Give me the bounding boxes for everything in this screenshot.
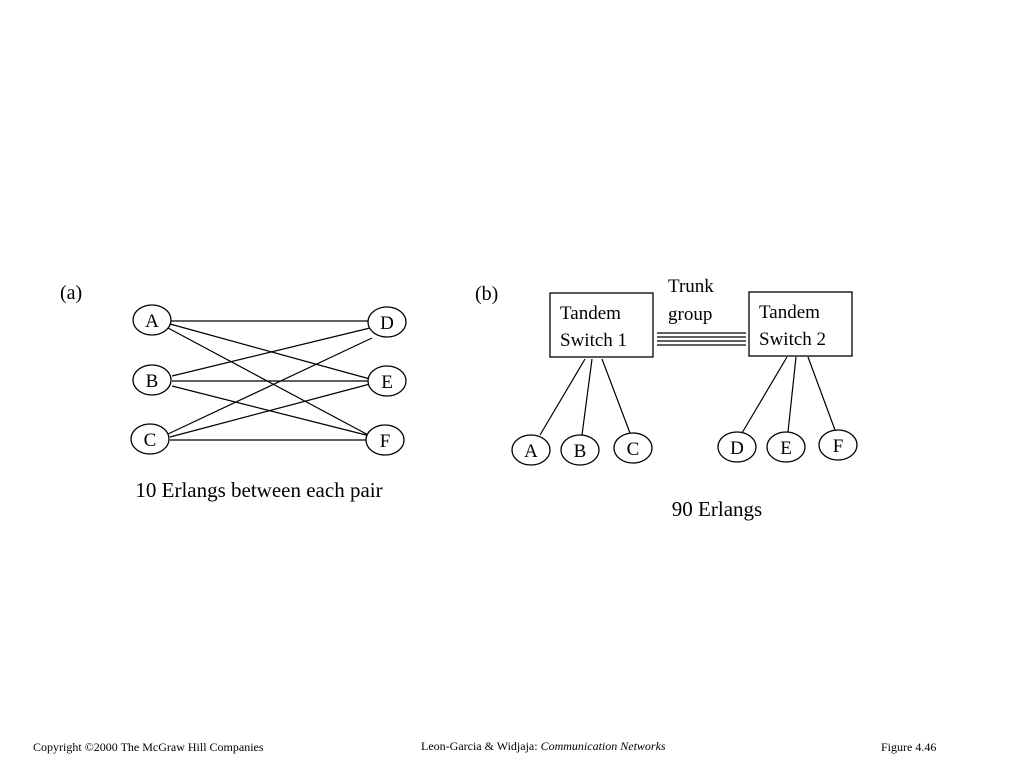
- node-e-switch-2: E: [766, 431, 806, 463]
- link-a-f: [167, 327, 373, 438]
- node-label: C: [627, 439, 640, 460]
- link-c-e: [169, 383, 371, 438]
- node-label: D: [730, 438, 744, 459]
- switch-1-line-2: Switch 1: [560, 330, 627, 351]
- figure-number: Figure 4.46: [881, 740, 937, 754]
- panel-a-caption: 10 Erlangs between each pair: [135, 478, 382, 502]
- node-d-switch-2: D: [717, 431, 757, 463]
- node-a-switch-1: A: [511, 434, 551, 466]
- tandem-switch-2: Tandem Switch 2: [748, 291, 853, 357]
- trunk-label-line-1: Trunk: [668, 276, 714, 297]
- node-c-left: C: [130, 423, 170, 455]
- link-c-d: [167, 337, 373, 435]
- node-e-right: E: [367, 365, 407, 397]
- link-b-d: [171, 327, 371, 377]
- node-label: F: [833, 436, 844, 457]
- link-a-e: [169, 323, 371, 380]
- trunk-group-lines: [657, 332, 746, 346]
- authors-text: Leon-Garcia & Widjaja:: [421, 739, 538, 753]
- link-b-f: [171, 385, 371, 437]
- switch-2-access-links: [741, 356, 836, 434]
- book-title: Communication Networks: [540, 739, 666, 753]
- node-label: A: [524, 441, 538, 462]
- switch-2-line-1: Tandem: [759, 302, 820, 323]
- node-f-right: F: [365, 424, 405, 456]
- node-label: E: [780, 438, 792, 459]
- trunk-label-line-2: group: [668, 304, 712, 325]
- node-label: F: [380, 431, 391, 452]
- node-label: D: [380, 313, 394, 334]
- node-label: E: [381, 372, 393, 393]
- node-b-switch-1: B: [560, 434, 600, 466]
- node-label: B: [146, 371, 159, 392]
- panel-a-label: (a): [60, 282, 82, 304]
- mesh-links: [167, 320, 373, 441]
- node-label: B: [574, 441, 587, 462]
- panel-b-label: (b): [475, 283, 498, 305]
- node-a-left: A: [132, 304, 172, 336]
- node-label: C: [144, 430, 157, 451]
- panel-b-caption: 90 Erlangs: [672, 497, 762, 521]
- node-c-switch-1: C: [613, 432, 653, 464]
- node-label: A: [145, 311, 159, 332]
- switch-1-access-links: [539, 358, 631, 436]
- node-b-left: B: [132, 364, 172, 396]
- node-f-switch-2: F: [818, 429, 858, 461]
- tandem-switch-1: Tandem Switch 1: [549, 292, 654, 358]
- switch-2-line-2: Switch 2: [759, 329, 826, 350]
- book-credit: Leon-Garcia & Widjaja: Communication Net…: [421, 739, 666, 754]
- copyright-text: Copyright ©2000 The McGraw Hill Companie…: [33, 740, 264, 754]
- node-d-right: D: [367, 306, 407, 338]
- switch-1-line-1: Tandem: [560, 303, 621, 324]
